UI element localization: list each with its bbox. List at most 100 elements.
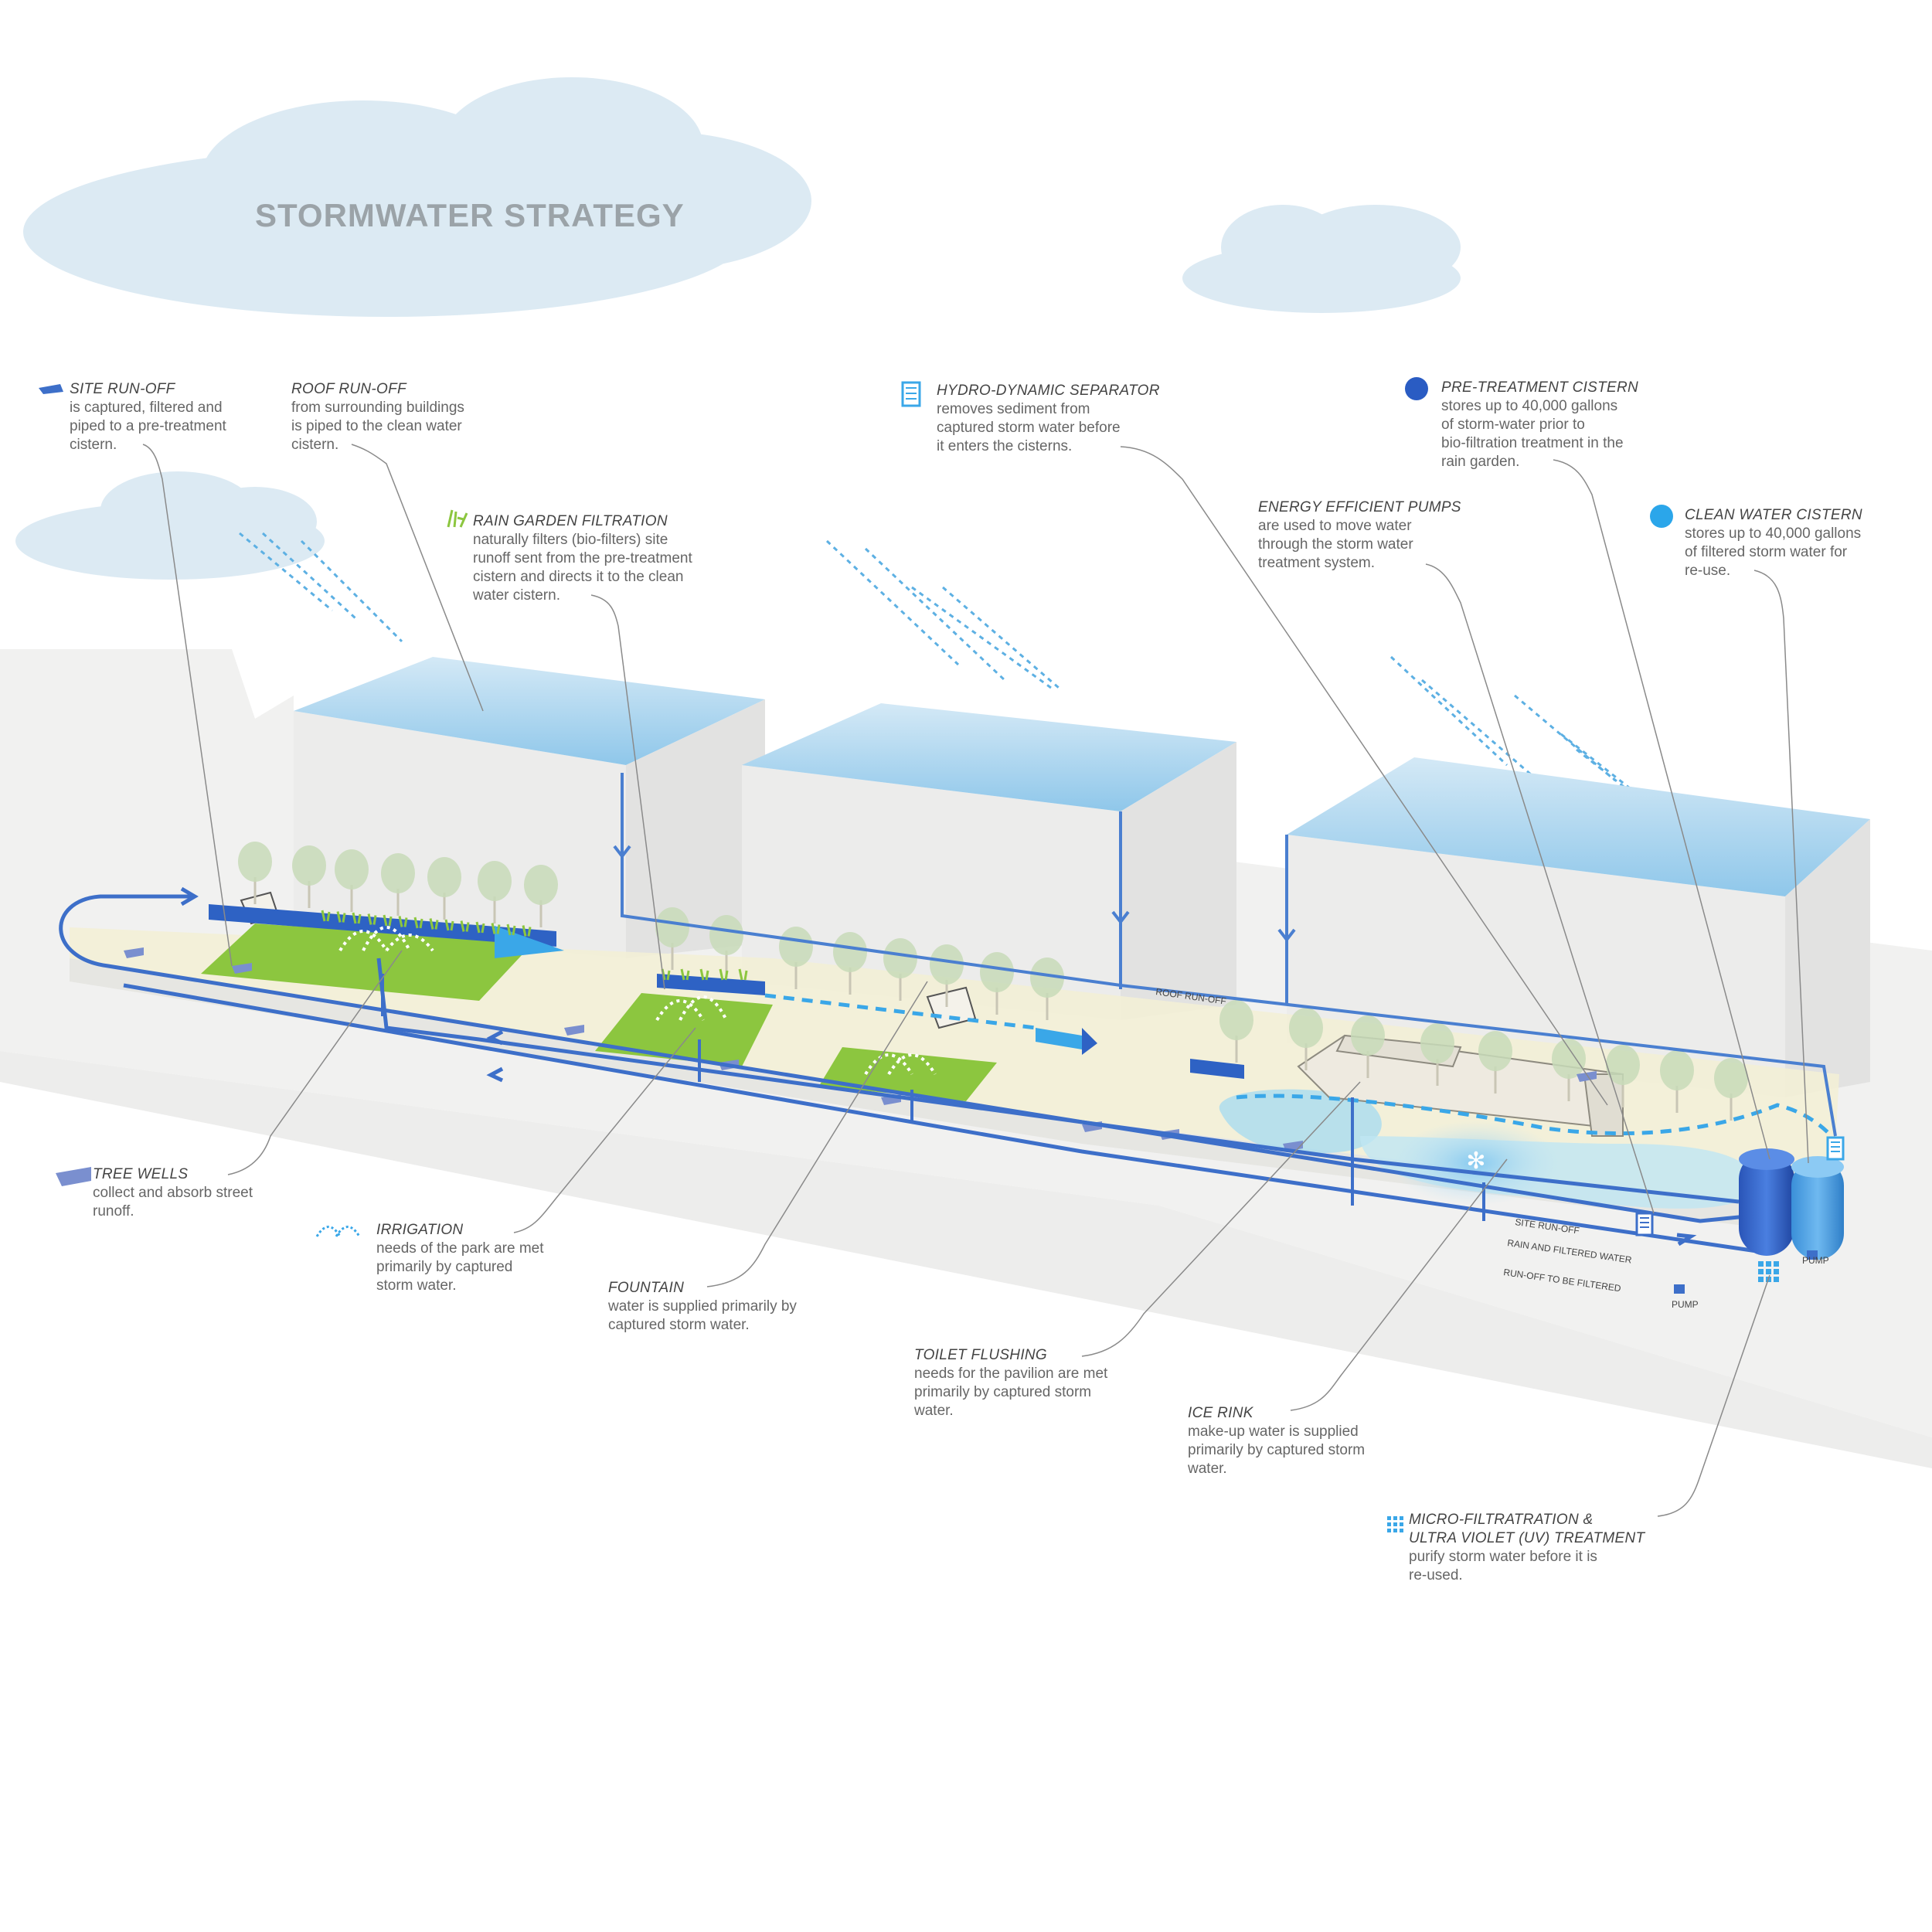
callout-body: water is supplied primarily by captured … [608,1298,797,1333]
callout-heading: ROOF RUN-OFF [291,381,406,397]
grass-tuft [429,918,439,930]
tree-well-icon [56,1167,91,1186]
tree [1478,1031,1512,1094]
tree [1714,1058,1748,1121]
callout-body: naturally filters (bio-filters) site run… [473,532,692,604]
tree [292,845,326,908]
tree [779,927,813,989]
tree [335,849,369,912]
grass-tuft [522,925,532,937]
tree [1660,1050,1694,1113]
separator-unit-2 [1826,1136,1845,1161]
trees [238,842,1748,1121]
callout-heading: PRE-TREATMENT CISTERN [1441,379,1639,396]
pre-treatment-cistern [1739,1148,1794,1256]
tree [1420,1023,1454,1086]
callout-ice-rink: ICE RINK make-up water is supplied prima… [1188,1404,1365,1478]
callout-heading: IRRIGATION [376,1222,464,1238]
grass-tuft [336,911,346,923]
tree [427,857,461,920]
callout-heading: CLEAN WATER CISTERN [1685,507,1862,523]
page-title: STORMWATER STRATEGY [255,197,685,233]
callout-heading: SITE RUN-OFF [70,381,175,397]
tree [1552,1039,1586,1101]
callout-micro-filtration: MICRO-FILTRATRATION & ULTRA VIOLET (UV) … [1409,1511,1645,1585]
callout-heading: HYDRO-DYNAMIC SEPARATOR [937,383,1160,399]
pump-units [1674,1250,1818,1294]
separator-unit-1 [1635,1212,1654,1236]
grass-tuft [738,968,748,981]
tree-well [232,963,252,974]
tree-well [1577,1071,1597,1082]
grass-tuft [413,917,423,929]
grass-tuft [491,923,501,934]
rain-garden-plants [321,910,748,981]
callout-irrigation: IRRIGATION needs of the park are met pri… [376,1221,544,1295]
cloud-right [1182,205,1461,313]
tree [980,952,1014,1015]
leader-lines [142,444,1809,1517]
separator-icon [901,381,921,407]
grass-tuft [444,919,454,931]
callout-pretreatment-cistern: PRE-TREATMENT CISTERN stores up to 40,00… [1441,379,1638,471]
callout-body: make-up water is supplied primarily by c… [1188,1423,1366,1477]
callout-body: needs of the park are met primarily by c… [376,1240,544,1294]
callout-body: stores up to 40,000 gallons of storm-wat… [1441,398,1624,470]
tree-well [564,1025,584,1036]
cloud-large [23,77,811,317]
tree [381,853,415,916]
grass-icon [447,509,468,528]
callout-body: from surrounding buildings is piped to t… [291,400,464,453]
grass-tuft [352,912,362,924]
ice-rink: ✻ [1219,1089,1756,1209]
tree [655,907,689,970]
grass-tuft [475,921,485,934]
callout-body: needs for the pavilion are met primarily… [914,1366,1108,1419]
callout-body: purify storm water before it is re-used. [1409,1549,1597,1583]
filter-grid-icon [1387,1516,1403,1532]
label-pump-2: PUMP [1802,1255,1829,1266]
tree [524,865,558,927]
callout-site-runoff: SITE RUN-OFF is captured, filtered and p… [70,380,226,454]
tree [1289,1008,1323,1070]
tree-well [124,947,144,958]
callout-toilet: TOILET FLUSHING needs for the pavilion a… [914,1346,1107,1420]
callout-body: collect and absorb street runoff. [93,1185,253,1219]
building-left [294,657,765,958]
tree [1219,1000,1253,1063]
callout-heading: MICRO-FILTRATRATION & ULTRA VIOLET (UV) … [1409,1512,1645,1546]
irrigation-icon [315,1226,361,1237]
callout-heading: ENERGY EFFICIENT PUMPS [1258,499,1461,515]
callout-body: stores up to 40,000 gallons of filtered … [1685,526,1862,579]
site-runoff-icon [39,384,63,394]
callout-rain-garden: RAIN GARDEN FILTRATION naturally filters… [473,512,692,605]
grass-tuft [719,968,729,981]
tree [883,938,917,1001]
irrigation-sprays [338,926,937,1076]
dark-blue-circle-icon [1405,377,1428,400]
grass-tuft [383,914,393,927]
tree [1030,957,1064,1020]
light-blue-circle-icon [1650,505,1673,528]
tree [478,861,512,923]
grass-tuft [460,920,470,932]
grass-tuft [398,916,408,927]
cloud-left [15,471,325,580]
tree [833,932,867,995]
callout-fountain: FOUNTAIN water is supplied primarily by … [608,1279,797,1335]
callout-heading: ICE RINK [1188,1405,1253,1421]
roof-downspouts [621,773,1837,1137]
callout-body: are used to move water through the storm… [1258,518,1413,571]
grass-tuft [367,913,377,925]
grass-tuft [506,923,516,936]
tree [1351,1015,1385,1078]
callout-body: removes sediment from captured storm wat… [937,401,1121,454]
callout-heading: TREE WELLS [93,1166,189,1182]
grass-tuft [321,910,331,922]
callout-body: is captured, filtered and piped to a pre… [70,400,226,453]
clean-water-cistern [1791,1156,1844,1260]
callout-heading: RAIN GARDEN FILTRATION [473,513,668,529]
label-pump-1: PUMP [1672,1299,1699,1310]
tree [930,944,964,1007]
